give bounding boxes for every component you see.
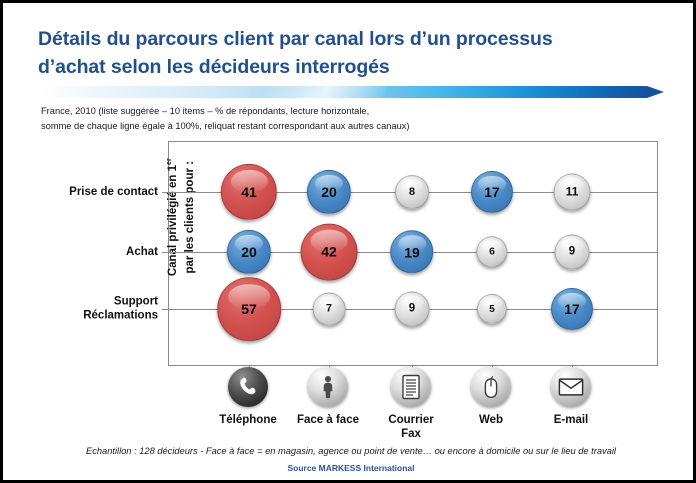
bubble-data-point[interactable]: 11 <box>553 173 591 211</box>
bubble-value-label: 42 <box>321 243 337 260</box>
bubble-data-point[interactable]: 19 <box>390 230 434 274</box>
bubble-data-point[interactable]: 9 <box>394 291 430 327</box>
y-axis-label-line2: par les clients pour : <box>184 161 196 274</box>
y-axis-label-line1: Canal privilégié en 1 <box>166 164 179 277</box>
bubble-value-label: 57 <box>241 301 257 317</box>
bubble-value-label: 20 <box>321 183 337 200</box>
bubble-data-point[interactable]: 6 <box>476 236 508 268</box>
document-icon <box>391 367 431 407</box>
row-label: Support Réclamations <box>83 295 158 322</box>
gradient-sheen <box>263 86 386 98</box>
bubble-data-point[interactable]: 20 <box>226 229 272 275</box>
bubble-value-label: 19 <box>404 243 420 260</box>
y-axis-tick <box>162 252 169 253</box>
y-axis-tick <box>162 192 169 193</box>
bubble-chart-plot-area: Canal privilégié en 1er par les clients … <box>69 141 658 373</box>
footnote: Echantillon : 128 décideurs - Face à fac… <box>86 446 616 456</box>
channel-label: Face à face <box>296 414 359 426</box>
y-axis-label: Canal privilégié en 1er par les clients … <box>165 72 200 362</box>
bubble-value-label: 5 <box>489 303 495 315</box>
bubble-data-point[interactable]: 20 <box>306 169 352 215</box>
bubble-value-label: 6 <box>489 246 495 258</box>
mouse-icon <box>471 367 511 407</box>
page-title-line2: d’achat selon les décideurs interrogés <box>38 55 390 78</box>
bubble-value-label: 8 <box>408 186 416 198</box>
channel-label: Courrier Fax <box>388 414 434 441</box>
chart-subtitle: France, 2010 (liste suggérée – 10 items … <box>41 104 641 133</box>
telephone-icon <box>228 367 268 407</box>
bubble-data-point[interactable]: 8 <box>395 175 429 209</box>
bubble-data-point[interactable]: 17 <box>551 288 593 330</box>
person-icon <box>308 367 348 407</box>
bubble-value-label: 11 <box>565 184 579 199</box>
bubble-data-point[interactable]: 57 <box>217 277 281 341</box>
bubble-data-point[interactable]: 7 <box>312 292 346 326</box>
bubble-value-label: 41 <box>241 183 257 200</box>
page-title-line1: Détails du parcours client par canal lor… <box>38 28 553 50</box>
y-axis-tick <box>162 309 169 310</box>
blue-gradient-arrow-bar <box>39 86 664 98</box>
channel-axis-item[interactable]: Web <box>431 367 551 427</box>
bubble-data-point[interactable]: 5 <box>476 293 508 325</box>
channel-label: E-mail <box>553 414 589 426</box>
channel-axis-item[interactable]: E-mail <box>511 367 631 427</box>
bubble-data-point[interactable]: 9 <box>554 234 590 270</box>
channel-axis-item[interactable]: Face à face <box>268 367 388 427</box>
chart-subtitle-line2: somme de chaque ligne égale à 100%, reli… <box>41 120 410 131</box>
bubble-data-point[interactable]: 41 <box>220 163 278 221</box>
y-axis-label-sup: er <box>165 158 173 165</box>
chart-subtitle-line1: France, 2010 (liste suggérée – 10 items … <box>41 106 370 116</box>
row-label: Prise de contact <box>69 185 158 198</box>
channel-label: Téléphone <box>219 414 277 426</box>
bubble-value-label: 9 <box>568 245 576 258</box>
channel-axis-item[interactable]: Courrier Fax <box>351 367 471 442</box>
channel-label: Web <box>478 414 504 426</box>
source-credit: Source MARKESS International <box>287 463 415 473</box>
envelope-icon <box>551 367 591 407</box>
row-label: Achat <box>126 245 158 258</box>
bubble-value-label: 17 <box>564 301 580 317</box>
bubble-value-label: 20 <box>241 243 257 260</box>
bubble-value-label: 17 <box>484 184 500 200</box>
bubble-value-label: 9 <box>408 302 416 315</box>
bubble-value-label: 7 <box>326 303 332 315</box>
channel-axis-item[interactable]: Téléphone <box>188 367 308 427</box>
bubble-data-point[interactable]: 17 <box>471 171 513 213</box>
page-title: Détails du parcours client par canal lor… <box>38 26 658 81</box>
bubble-data-point[interactable]: 42 <box>300 223 358 281</box>
